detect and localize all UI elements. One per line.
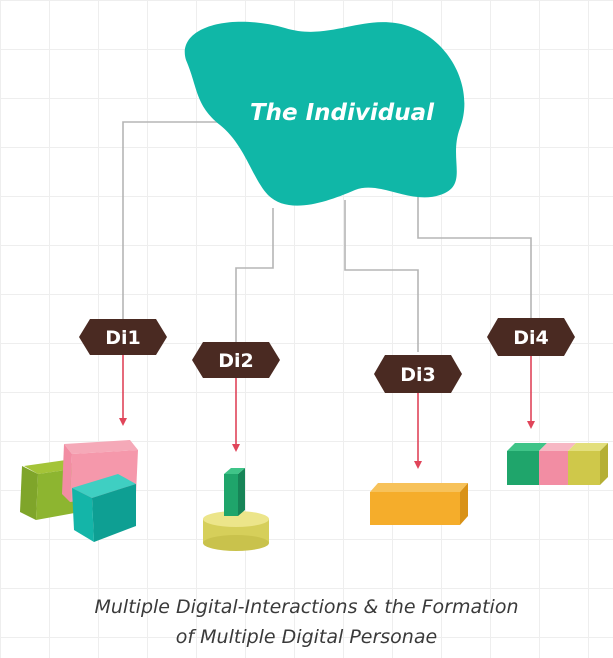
cube-row-pink-front [539, 451, 568, 485]
individual-blob [184, 21, 465, 206]
green-bar-top [224, 468, 245, 474]
teal-cube-top [72, 474, 136, 498]
persona-object-di1 [20, 440, 138, 542]
badge-di3: Di3 [374, 355, 462, 393]
cube-row-yellow-side [600, 443, 608, 485]
persona-object-di2 [203, 468, 269, 551]
persona-object-di3 [370, 483, 468, 525]
badge-di1: Di1 [79, 319, 167, 355]
pink-cube-top [64, 440, 138, 454]
cylinder-top [203, 511, 269, 527]
green-bar-front [224, 474, 238, 516]
badge-di3-label: Di3 [400, 364, 436, 386]
individual-node: The Individual [184, 21, 465, 206]
orange-slab-side [460, 483, 468, 525]
green-bar-side [238, 468, 245, 516]
cylinder-bottom [203, 535, 269, 551]
orange-slab-top [370, 483, 468, 492]
cube-row-green-front [507, 451, 539, 485]
connector-di4 [417, 195, 532, 318]
badge-di3-shape [374, 355, 462, 393]
cube-row-yellow-front [568, 451, 600, 485]
pink-cube-front [62, 444, 72, 502]
badge-di4-shape [487, 318, 575, 356]
orange-slab-front [370, 492, 460, 525]
connectors [122, 121, 532, 352]
teal-cube-front [72, 488, 94, 542]
badge-di1-label: Di1 [105, 327, 141, 349]
teal-cube-side [92, 484, 136, 542]
badge-di2-label: Di2 [218, 350, 254, 372]
connector-di2 [235, 208, 274, 345]
badge-di1-shape [79, 319, 167, 355]
caption-line-1: Multiple Digital-Interactions & the Form… [94, 596, 519, 618]
cube-row-yellow-top [568, 443, 608, 451]
persona-object-di4 [507, 443, 608, 485]
arrows [119, 355, 535, 469]
individual-label: The Individual [250, 100, 435, 126]
badge-di4: Di4 [487, 318, 575, 356]
cube-row-pink-top [539, 443, 576, 451]
connector-di1 [122, 121, 232, 322]
green-cube-front [20, 466, 38, 520]
badge-di2-shape [192, 342, 280, 378]
caption-line-2: of Multiple Digital Personae [175, 626, 438, 648]
badge-di4-label: Di4 [513, 327, 549, 349]
cube-row-green-top [507, 443, 547, 451]
badge-di2: Di2 [192, 342, 280, 378]
connector-di3 [344, 200, 419, 352]
